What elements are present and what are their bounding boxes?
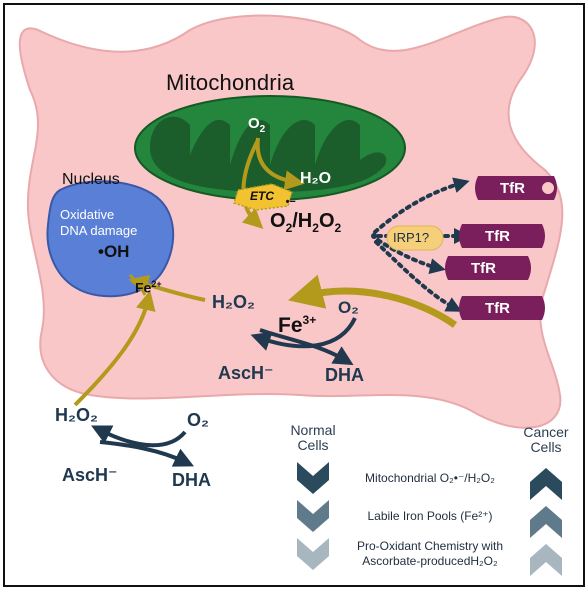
fe3-base: Fe: [278, 314, 303, 337]
mitochondria-title: Mitochondria: [166, 70, 295, 95]
fe2-label: Fe2+: [135, 279, 162, 296]
superoxide-sub2: 2: [312, 221, 319, 235]
etc-label: ETC: [250, 189, 274, 203]
superoxide-o: O: [270, 210, 286, 232]
superoxide-o2: O: [318, 210, 335, 232]
fe2-sup: 2+: [151, 279, 162, 289]
tfr-label-4: TfR: [485, 300, 510, 317]
legend-row-mitochondrial: Mitochondrial O₂•⁻/H₂O₂: [365, 471, 495, 485]
o2-mid-label: O₂: [338, 298, 359, 317]
legend-cancer-cells: Cancer Cells: [523, 424, 569, 455]
dha-low-label: DHA: [172, 470, 211, 490]
superoxide-sup: •−: [285, 196, 296, 208]
o2-low-label: O₂: [187, 410, 209, 430]
mito-o2-sub: 2: [259, 124, 266, 135]
irp1-badge: [386, 225, 444, 251]
gold-arrow-superoxide-back: [288, 274, 458, 328]
hydroxyl-radical-label: •OH: [98, 242, 130, 261]
legend-row-pro-oxidant: Pro-Oxidant Chemistry with Ascorbate-pro…: [356, 539, 504, 568]
h2o2-mid-label: H₂O₂: [212, 292, 255, 312]
h2o2-low-label: H₂O₂: [55, 405, 98, 425]
legend-cancer-chevrons: [530, 468, 562, 576]
cell-body: [18, 14, 564, 429]
mito-o2-base: O: [248, 115, 260, 132]
asch-low-label: AscH⁻: [62, 465, 118, 485]
h2o-label: H₂O: [300, 170, 332, 187]
fe3-label: Fe3+: [278, 313, 316, 338]
tfr-label-2: TfR: [485, 228, 510, 245]
fe3-sup: 3+: [302, 313, 317, 327]
tfr-label-1: TfR: [500, 180, 525, 197]
mitochondria: [134, 95, 406, 201]
etc-label-shape: [233, 183, 293, 211]
fe2-base: Fe: [135, 279, 152, 296]
ascorbate-cycle: [91, 425, 195, 467]
superoxide-sub: 2: [285, 221, 293, 235]
dha-mid-label: DHA: [325, 365, 364, 385]
fe3-cycle: [250, 317, 357, 366]
oxidative-dna-label: Oxidative DNA damage: [60, 207, 138, 238]
legend-row-labile-iron: Labile Iron Pools (Fe²⁺): [367, 509, 493, 523]
superoxide-rest: /H: [292, 210, 313, 232]
gold-arrow-h2o2-to-fe2: [128, 274, 206, 302]
gold-arrow-o2-to-h2o: [255, 137, 305, 191]
asch-mid-label: AscH⁻: [218, 363, 274, 383]
irp1-label: IRP1?: [393, 230, 430, 245]
tfr-shapes: [445, 176, 557, 320]
superoxide-sub3: 2: [334, 221, 342, 235]
mito-o2-label: O2: [248, 115, 265, 135]
gold-arrow-ascorbate-h2o2-to-fe2: [73, 290, 156, 407]
superoxide-dot: [371, 233, 377, 239]
tfr-label-3: TfR: [471, 260, 496, 277]
legend-normal-chevrons: [297, 462, 329, 570]
gold-arrow-o2-to-superoxide: [241, 139, 264, 229]
legend-normal-cells: Normal Cells: [290, 422, 336, 453]
superoxide-h2o2-label: O2•−/H2O2: [270, 196, 342, 235]
nucleus-title: Nucleus: [62, 171, 120, 188]
